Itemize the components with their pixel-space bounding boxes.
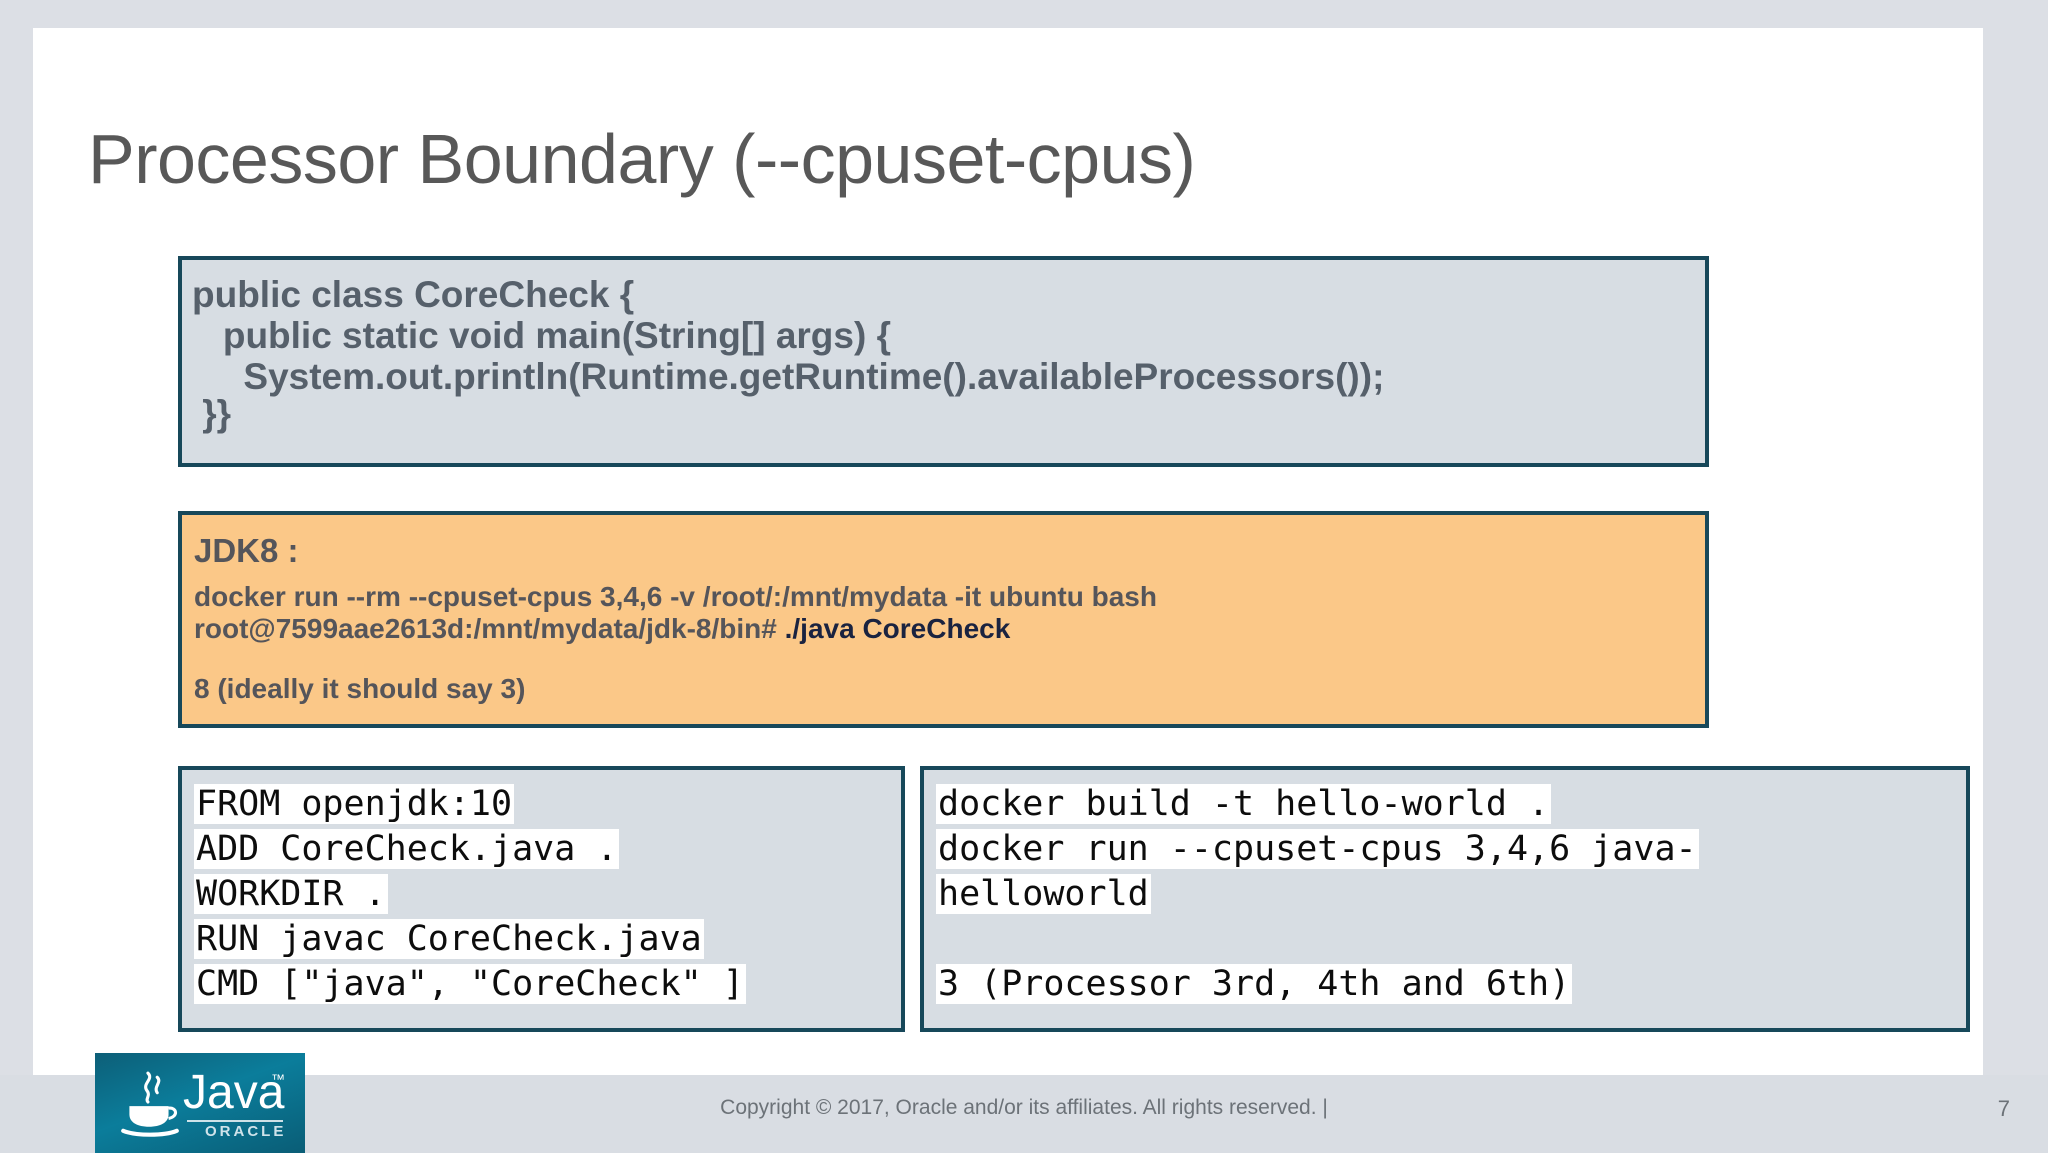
java-logo: Java ™ ORACLE [95,1053,305,1153]
docker-command-box: docker build -t hello-world . docker run… [920,766,1970,1032]
java-source-box: public class CoreCheck { public static v… [178,256,1709,467]
jdk8-prompt-command: ./java CoreCheck [784,613,1011,644]
dockerfile-line-text: ADD CoreCheck.java . [194,829,620,869]
dockerfile-line: FROM openjdk:10 [194,782,893,827]
java-wordmark: Java [183,1066,285,1119]
java-source-line-1: public static void main(String[] args) { [192,315,891,356]
jdk8-result-box: JDK8 : docker run --rm --cpuset-cpus 3,4… [178,511,1709,728]
page-number: 7 [1997,1096,2010,1121]
docker-command-line-text: docker build -t hello-world . [936,784,1552,824]
footer-band [0,1075,2048,1153]
java-source-line-2: System.out.println(Runtime.getRuntime().… [192,356,1385,397]
jdk8-shell-prompt-line: root@7599aae2613d:/mnt/mydata/jdk-8/bin#… [194,613,1697,645]
java-source-line-3: }} [192,393,232,434]
dockerfile-content: FROM openjdk:10 ADD CoreCheck.java . WOR… [194,782,893,1007]
docker-command-line-text: docker run --cpuset-cpus 3,4,6 java- [936,829,1699,869]
dockerfile-line-text: FROM openjdk:10 [194,784,515,824]
java-coffee-cup-icon [121,1071,179,1137]
docker-command-output: 3 (Processor 3rd, 4th and 6th) [936,962,1958,1007]
copyright-text: Copyright © 2017, Oracle and/or its affi… [720,1096,1328,1119]
dockerfile-line: CMD ["java", "CoreCheck" ] [194,962,893,1007]
java-trademark-icon: ™ [271,1071,285,1087]
java-logo-underbar [187,1120,283,1122]
jdk8-docker-run-command: docker run --rm --cpuset-cpus 3,4,6 -v /… [194,581,1157,612]
docker-command-line: docker build -t hello-world . [936,782,1958,827]
docker-command-line: helloworld [936,872,1958,917]
jdk8-content: JDK8 : docker run --rm --cpuset-cpus 3,4… [194,529,1697,705]
dockerfile-line: ADD CoreCheck.java . [194,827,893,872]
java-logo-oracle-label: ORACLE [205,1123,287,1140]
docker-command-line-text: helloworld [936,874,1151,914]
jdk8-output: 8 (ideally it should say 3) [194,673,526,704]
docker-command-output-text: 3 (Processor 3rd, 4th and 6th) [936,964,1573,1004]
dockerfile-line: RUN javac CoreCheck.java [194,917,893,962]
docker-command-content: docker build -t hello-world . docker run… [936,782,1958,1007]
dockerfile-line: WORKDIR . [194,872,893,917]
java-source-line-0: public class CoreCheck { [192,274,635,315]
dockerfile-box: FROM openjdk:10 ADD CoreCheck.java . WOR… [178,766,905,1032]
page-title: Processor Boundary (--cpuset-cpus) [88,120,1196,198]
dockerfile-line-text: CMD ["java", "CoreCheck" ] [194,964,746,1004]
jdk8-prompt-host: root@7599aae2613d:/mnt/mydata/jdk-8/bin# [194,613,785,644]
dockerfile-line-text: WORKDIR . [194,874,388,914]
docker-command-line: docker run --cpuset-cpus 3,4,6 java- [936,827,1958,872]
dockerfile-line-text: RUN javac CoreCheck.java [194,919,704,959]
jdk8-heading: JDK8 : [194,532,299,569]
docker-command-spacer [936,917,1958,962]
